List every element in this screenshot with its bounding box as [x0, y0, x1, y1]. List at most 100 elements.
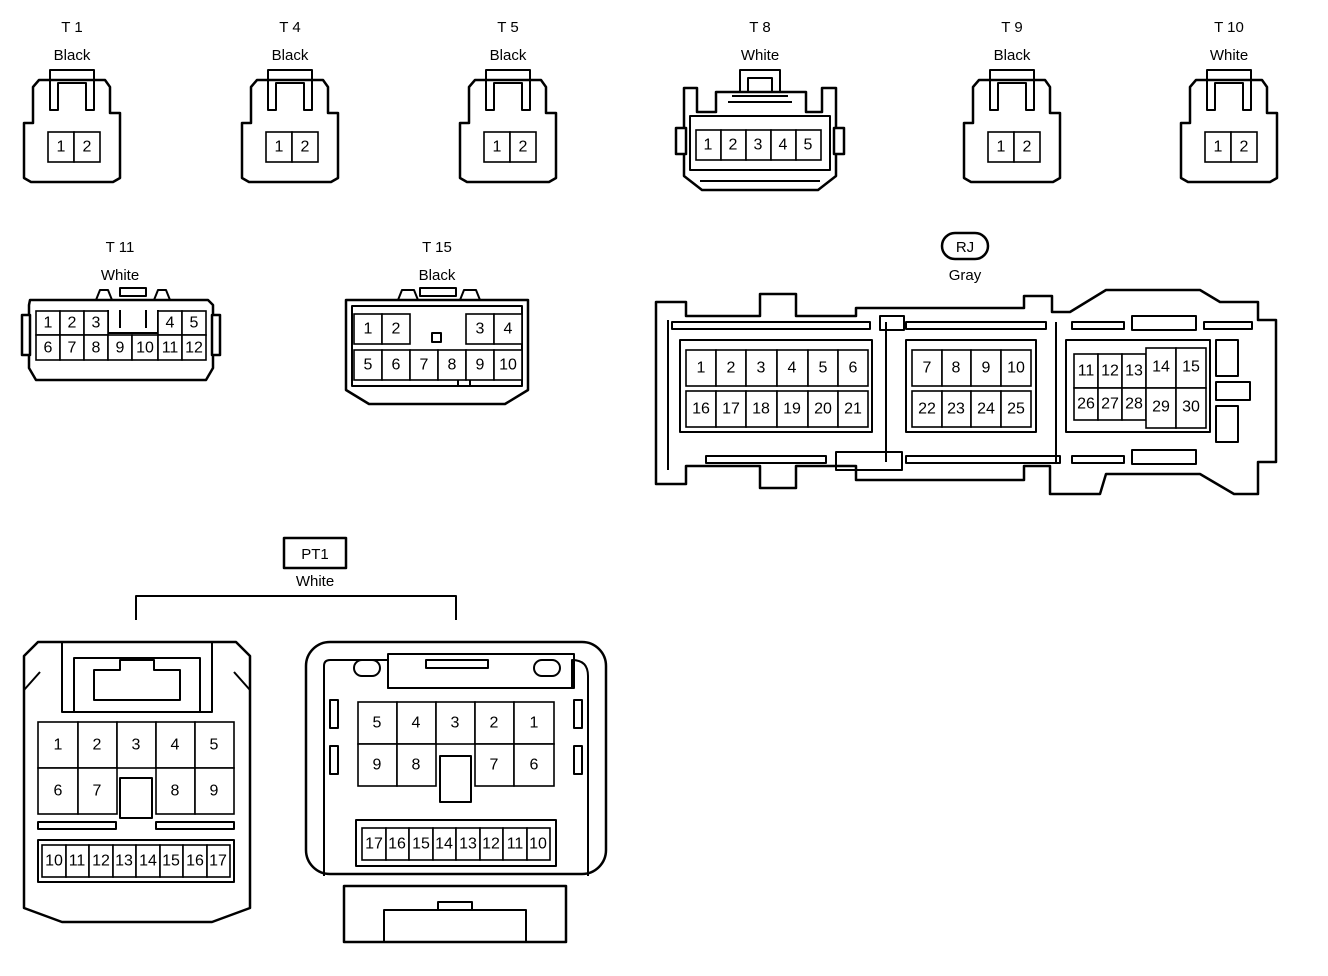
connector-pt1-right-lock — [383, 901, 527, 942]
connector-pt1-bracket — [135, 595, 457, 620]
connector-rj-pin-label: 5 — [819, 360, 828, 377]
connector-pt1-pin-label: 12 — [482, 836, 500, 853]
connector-rj: RJ Gray 1 2 3 4 — [654, 231, 1278, 496]
connector-rj-pin-label: 25 — [1007, 401, 1025, 418]
connector-t15-color: Black — [419, 267, 456, 284]
connector-rj-pin — [970, 349, 1002, 387]
connector-t11-pin — [59, 334, 85, 361]
connector-rj-rib — [705, 455, 827, 464]
connector-pt1-pin-label: 14 — [435, 836, 453, 853]
connector-t9-pin-label: 2 — [1023, 139, 1032, 156]
connector-rj-pin-label: 24 — [977, 401, 995, 418]
connector-t5-housing — [458, 78, 558, 184]
connector-t8: T 8 White 1 2 3 4 5 — [674, 19, 846, 192]
connector-pt1-pin-label: 2 — [93, 737, 102, 754]
connector-t8-pin — [770, 129, 797, 161]
connector-pt1-pin-label: 2 — [490, 715, 499, 732]
connector-pt1-pin — [135, 844, 161, 878]
connector-rj-pin — [1121, 353, 1147, 389]
connector-rj-pin-label: 3 — [757, 360, 766, 377]
connector-t15-pin-label: 9 — [476, 357, 485, 374]
connector-rj-pin-label: 27 — [1101, 396, 1119, 413]
connector-t4: T 4 Black 1 2 — [240, 19, 340, 184]
connector-rj-rib — [1203, 321, 1253, 330]
connector-t4-housing — [240, 78, 340, 184]
connector-rj-pin — [776, 349, 809, 387]
connector-pt1-color: White — [296, 573, 334, 590]
connector-t8-lock-tab — [728, 69, 792, 103]
connector-pt1-pin — [37, 767, 79, 815]
connector-rj-pin — [1000, 390, 1032, 428]
connector-pt1-pin-label: 9 — [210, 783, 219, 800]
connector-pt1-pin-label: 17 — [209, 853, 227, 870]
connector-pt1-pin — [513, 743, 555, 787]
connector-rj-pin-label: 23 — [947, 401, 965, 418]
connector-t10-lock-tab — [1206, 69, 1252, 111]
connector-pt1-pin-label: 1 — [530, 715, 539, 732]
connector-pt1-pin-label: 10 — [529, 836, 547, 853]
connector-rj-pin — [776, 390, 809, 428]
connector-pt1-pin-label: 15 — [412, 836, 430, 853]
connector-t1-lock-tab — [49, 69, 95, 111]
connector-pt1-pin-label: 13 — [459, 836, 477, 853]
connector-t8-side-latch — [832, 126, 846, 156]
connector-pt1-left-rib — [37, 821, 117, 830]
connector-rj-pin-label: 22 — [918, 401, 936, 418]
connector-rj-pin — [837, 349, 869, 387]
connector-rj-pin — [685, 349, 717, 387]
connector-t10-pin-label: 2 — [1240, 139, 1249, 156]
connector-pt1-pin-label: 16 — [186, 853, 204, 870]
connector-t15-pin-label: 5 — [364, 357, 373, 374]
connector-pt1-pin-label: 14 — [139, 853, 157, 870]
connector-t11-side-latch — [20, 313, 32, 357]
connector-t11-pin-label: 6 — [44, 340, 53, 357]
connector-pt1-pin — [396, 743, 437, 787]
connector-t11-pin-label: 3 — [92, 315, 101, 332]
connector-pt1-pin-label: 5 — [373, 715, 382, 732]
connector-t11-pin-label: 7 — [68, 340, 77, 357]
connector-t5-pin — [509, 131, 537, 163]
connector-rj-key — [1215, 381, 1251, 401]
connector-t5: T 5 Black 1 2 — [458, 19, 558, 184]
connector-t10-pin — [1204, 131, 1232, 163]
connector-t8-pin — [720, 129, 747, 161]
connector-pt1-pin-label: 4 — [412, 715, 421, 732]
connector-rj-pin-label: 19 — [783, 401, 801, 418]
connector-t4-pin-label: 2 — [301, 139, 310, 156]
connector-rj-pin-label: 28 — [1125, 396, 1143, 413]
connector-t8-pin-label: 5 — [804, 137, 813, 154]
connector-t15-name: T 15 — [422, 239, 452, 256]
connector-t1-pin — [73, 131, 101, 163]
connector-pt1-pin — [435, 701, 476, 745]
connector-t9-housing — [962, 78, 1062, 184]
connector-t10-name: T 10 — [1214, 19, 1244, 36]
connector-t9: T 9 Black 1 2 — [962, 19, 1062, 184]
connector-t8-pin — [695, 129, 722, 161]
connector-t11: T 11 White 1 2 3 4 5 6 7 8 9 10 11 12 — [20, 239, 222, 382]
connector-t8-side-latch — [674, 126, 688, 156]
connector-t11-color: White — [101, 267, 139, 284]
connector-rj-rib — [671, 321, 871, 330]
connector-t5-color: Black — [490, 47, 527, 64]
connector-pt1-pin-label: 7 — [93, 783, 102, 800]
connector-rj-rib — [1071, 455, 1125, 464]
connector-t11-pin — [107, 334, 133, 361]
connector-t11-pin-label: 4 — [166, 315, 175, 332]
connector-t10-housing — [1179, 78, 1279, 184]
connector-pt1-pin-label: 4 — [171, 737, 180, 754]
connector-pt1-right-top — [387, 653, 575, 689]
connector-pt1-pin-label: 9 — [373, 757, 382, 774]
connector-t15-pin-label: 4 — [504, 321, 513, 338]
connector-rj-pin-label: 21 — [844, 401, 862, 418]
connector-rj-pin — [837, 390, 869, 428]
connector-rj-pin-label: 7 — [923, 360, 932, 377]
connector-pt1-right-skirt — [342, 884, 568, 944]
connector-pt1-pin — [206, 844, 231, 878]
connector-pt1-pin — [526, 827, 551, 861]
connector-t15-pin-label: 10 — [499, 357, 517, 374]
connector-t15-pin-label: 6 — [392, 357, 401, 374]
connector-t15-pin — [437, 349, 467, 381]
connector-t9-pin-label: 1 — [997, 139, 1006, 156]
connector-rj-name: RJ — [956, 239, 974, 256]
